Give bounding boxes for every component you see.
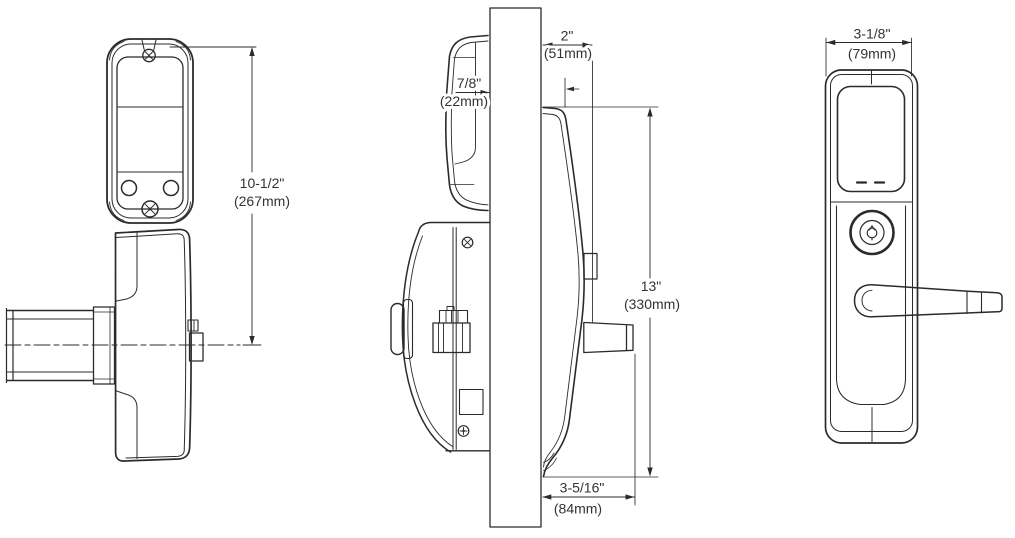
escutcheon-profile-inner — [542, 113, 580, 468]
dim-arrow-right — [902, 39, 912, 46]
dim-arrow-left — [543, 42, 553, 48]
dim-arrow-right — [582, 42, 592, 48]
screw-notch-top — [141, 39, 157, 52]
lever-handle — [853, 284, 1003, 318]
thumbturn-knob — [390, 302, 405, 356]
key-cylinder-ring — [849, 209, 895, 256]
dim-arrow-up — [647, 107, 653, 117]
keypad-inner-bezel — [111, 43, 189, 219]
dim-projection-metric: (51mm) — [544, 45, 592, 61]
spindle-cap-ribs — [445, 310, 459, 324]
deadbolt-tube-outer — [6, 309, 94, 382]
key-cylinder-face — [859, 219, 885, 246]
interior-screw-dot — [462, 429, 465, 433]
keypad-face-panel — [116, 56, 184, 210]
bolt-stub — [188, 332, 204, 362]
mounting-screw-bottom — [141, 200, 159, 218]
tube-collar-detail — [93, 306, 115, 385]
spindle-nub — [446, 306, 455, 311]
lever-hub-contour — [861, 289, 873, 312]
dim-width-extensions — [825, 37, 912, 77]
lever-side-profile — [583, 321, 634, 354]
front-view-lever-escutcheon: 3-1/8" (79mm) — [824, 23, 1003, 444]
dim-height-inches: 13" — [641, 278, 662, 294]
dim-arrow-up — [249, 47, 255, 56]
dim-overall-height-inches: 10-1/2" — [240, 175, 285, 191]
escutcheon-inner-pad — [835, 205, 907, 406]
dim-door-thickness-inches: 7/8" — [457, 75, 481, 91]
dim-arrow-left — [542, 494, 552, 500]
exterior-unit-profile-inner — [450, 40, 489, 206]
dim-overall-height-metric: (267mm) — [234, 193, 290, 209]
bezel-corner-accent — [109, 201, 125, 221]
keyway-icon — [866, 227, 878, 239]
mounting-screw-top — [142, 48, 156, 63]
keyway-icon-notch — [868, 225, 876, 241]
exterior-unit-detail-lines — [447, 57, 476, 185]
door-panel — [489, 7, 542, 528]
bolt-knob — [187, 319, 199, 332]
dim-width-metric: (79mm) — [848, 46, 896, 62]
interior-body-inner-contour — [116, 233, 187, 459]
dim-projection-inches: 2" — [561, 28, 574, 44]
lever-hub-profile — [583, 252, 598, 280]
dim-overall-projection-inches: 3-5/16" — [560, 480, 605, 496]
dim-arrow-right — [625, 494, 635, 500]
bezel-corner-accent — [175, 41, 191, 61]
interior-screw-bottom — [457, 425, 470, 437]
escutcheon-bottom-contours — [543, 452, 557, 471]
dim-arrow-down — [249, 336, 255, 345]
dim-arrow-down — [647, 467, 653, 477]
dim-door-thickness-metric: (22mm) — [440, 93, 488, 109]
screw-center-dot — [148, 207, 152, 211]
interior-body-outline — [114, 228, 192, 462]
dim-width-inches: 3-1/8" — [854, 26, 891, 42]
dim-height-extensions — [542, 106, 659, 478]
keypad-outer-shell — [106, 38, 194, 224]
interior-screw-top-cross — [463, 238, 472, 247]
exterior-unit-profile-outer — [445, 34, 489, 212]
mounting-plate-edge — [452, 227, 457, 450]
interior-unit-cover-inner — [407, 235, 453, 447]
deadbolt-tube-inner — [6, 318, 94, 373]
dim-arrow-right — [480, 89, 490, 96]
bezel-corner-accent — [175, 201, 191, 221]
side-section-view: 7/8" (22mm) 2" (51mm) 13" (330mm) 3-5/16… — [390, 7, 680, 528]
interior-body-upper-inset — [116, 232, 138, 302]
screw-cross-top — [145, 51, 153, 60]
keypad-button-left — [120, 179, 138, 197]
front-view-keypad-assembly: 10-1/2" (267mm) — [4, 38, 290, 462]
keypad-button-right — [162, 179, 180, 197]
bezel-corner-accent — [109, 41, 125, 61]
spindle-cylinder — [432, 322, 471, 354]
interior-body-lower-inset — [116, 390, 138, 459]
dim-height-metric: (330mm) — [624, 296, 680, 312]
dim-arrow-left — [826, 39, 836, 46]
dim-overall-projection-metric: (84mm) — [554, 501, 602, 517]
display-window — [836, 85, 906, 193]
spindle-cylinder-ribs — [438, 322, 463, 353]
interior-screw-top — [461, 236, 474, 249]
battery-cover — [458, 388, 484, 416]
escutcheon-profile-outer — [542, 106, 585, 478]
interior-unit-cover-outer — [401, 221, 491, 453]
dim-arrow-left-small — [565, 86, 574, 92]
lever-grip-lines — [966, 290, 983, 314]
exterior-unit-face-line — [454, 42, 476, 165]
